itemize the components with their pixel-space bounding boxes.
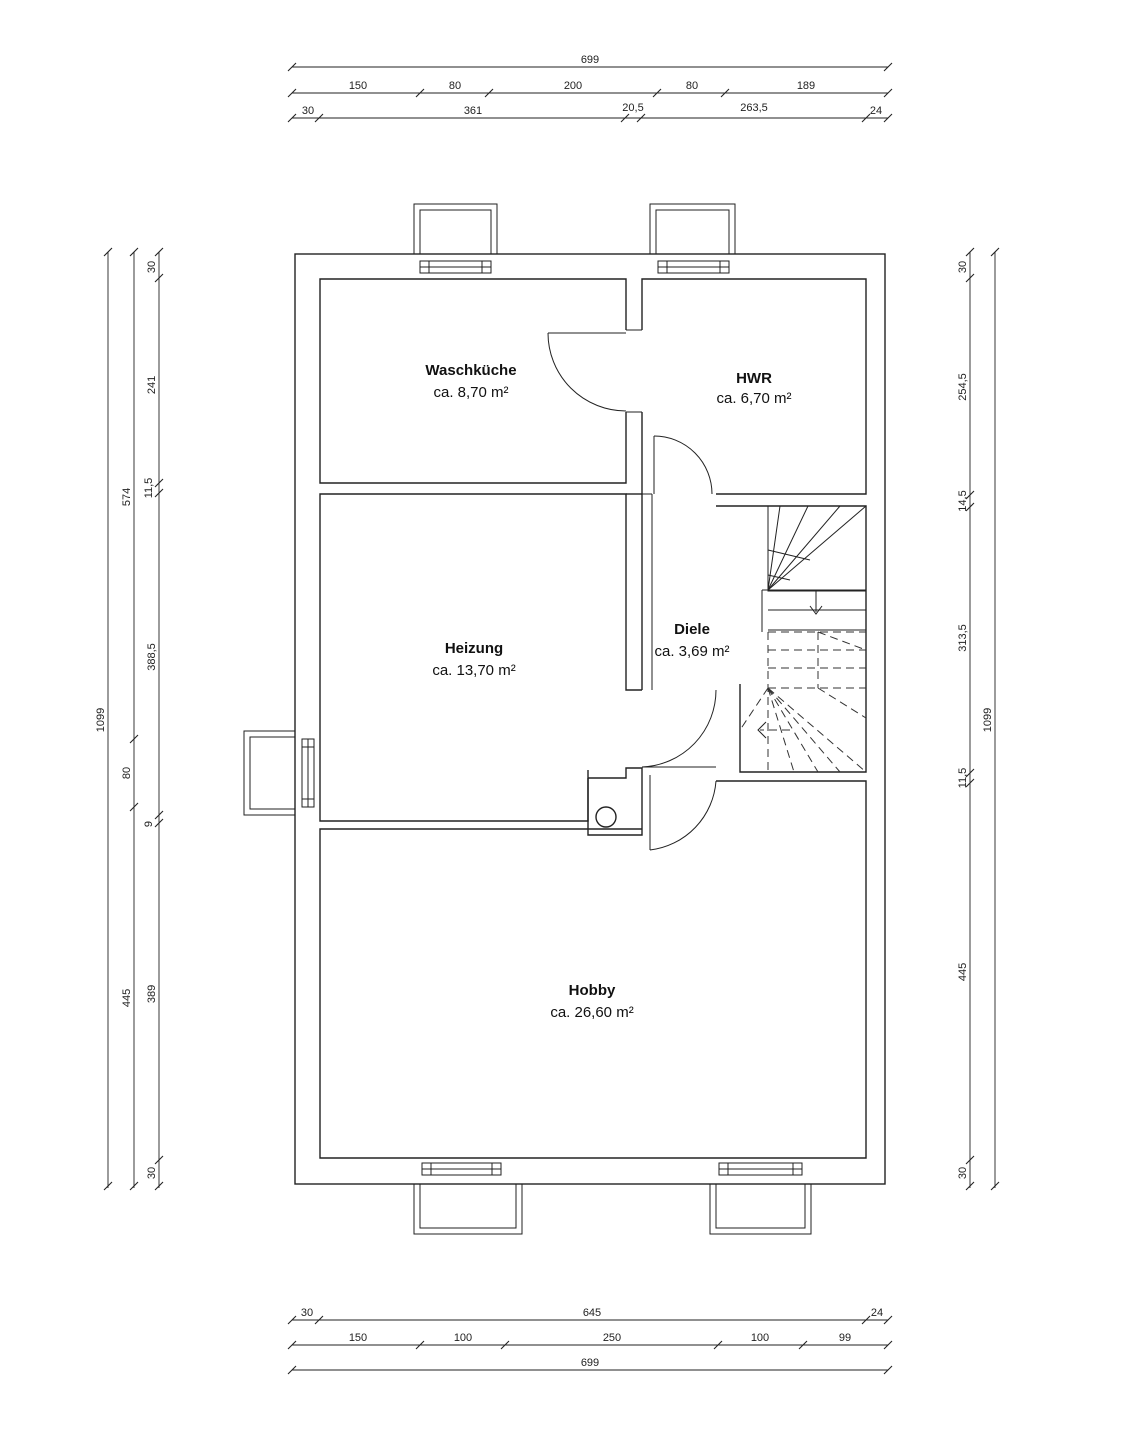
door-hobby [649, 775, 717, 851]
door-waschkueche [547, 332, 627, 412]
dim-top-row2-3: 200 [564, 80, 582, 92]
dim-bottom-row1-3: 24 [871, 1307, 883, 1319]
dim-top-row3-3: 20,5 [622, 102, 643, 114]
bottom-dimensions: 30 645 24 150 100 250 100 99 699 [287, 1307, 893, 1375]
room-waschkueche-walls [319, 278, 627, 484]
room-labels: Waschküche ca. 8,70 m² HWR ca. 6,70 m² H… [425, 362, 791, 1021]
staircase [739, 505, 867, 773]
dim-top-total: 699 [581, 54, 599, 66]
dim-right-row1-4: 313,5 [957, 624, 969, 652]
dim-left-total: 1099 [95, 708, 107, 732]
dim-left-row3-3: 11,5 [143, 478, 155, 499]
room-name-hobby: Hobby [569, 982, 616, 999]
right-dimensions: 30 254,5 14,5 313,5 11,5 445 30 1099 [957, 247, 1000, 1191]
dim-bottom-total: 699 [581, 1357, 599, 1369]
room-name-waschkueche: Waschküche [425, 362, 516, 379]
dim-bottom-row2-3: 250 [603, 1332, 621, 1344]
chimney [587, 767, 643, 836]
room-area-hobby: ca. 26,60 m² [550, 1004, 633, 1021]
door-heizung [641, 689, 717, 768]
room-area-diele: ca. 3,69 m² [654, 643, 729, 660]
top-dimensions: 699 150 80 200 80 189 30 361 20,5 263,5 … [287, 54, 893, 123]
dim-right-row1-3: 14,5 [957, 490, 969, 511]
dim-left-row3-7: 30 [146, 1167, 158, 1179]
window-top-left [413, 203, 498, 274]
outer-wall [294, 253, 886, 1185]
dim-right-row1-6: 445 [957, 963, 969, 981]
room-heizung-walls [319, 493, 642, 822]
dim-left-row3-2: 241 [146, 376, 158, 394]
room-name-diele: Diele [674, 621, 710, 638]
dim-bottom-row2-1: 150 [349, 1332, 367, 1344]
dim-left-row3-6: 389 [146, 985, 158, 1003]
building [243, 203, 886, 1235]
stair-well [716, 505, 867, 773]
window-left [243, 730, 315, 816]
dim-right-total: 1099 [982, 708, 994, 732]
dim-bottom-row2-4: 100 [751, 1332, 769, 1344]
dim-left-row3-4: 388,5 [146, 643, 158, 671]
door-hwr [653, 435, 713, 495]
chimney-flue [595, 806, 617, 828]
dim-right-row1-1: 30 [957, 261, 969, 273]
dim-left-row2-2: 80 [121, 767, 133, 779]
window-top-right [649, 203, 736, 274]
room-area-waschkueche: ca. 8,70 m² [433, 384, 508, 401]
dim-bottom-row2-5: 99 [839, 1332, 851, 1344]
dim-left-row3-5: 9 [143, 821, 155, 827]
room-area-hwr: ca. 6,70 m² [716, 390, 791, 407]
dim-left-row2-1: 574 [121, 488, 133, 506]
window-bottom-left [413, 1162, 523, 1235]
room-name-hwr: HWR [736, 370, 772, 387]
dim-left-row3-1: 30 [146, 261, 158, 273]
room-hwr-walls [641, 278, 867, 495]
dim-top-row2-2: 80 [449, 80, 461, 92]
dim-top-row2-1: 150 [349, 80, 367, 92]
window-bottom-right [709, 1162, 812, 1235]
dim-top-row2-5: 189 [797, 80, 815, 92]
dim-top-row3-2: 361 [464, 105, 482, 117]
dim-top-row3-5: 24 [870, 105, 882, 117]
left-dimensions: 1099 574 80 445 30 241 11,5 388,5 9 389 … [95, 247, 164, 1191]
dim-bottom-row2-2: 100 [454, 1332, 472, 1344]
dim-right-row1-7: 30 [957, 1167, 969, 1179]
dim-left-row2-3: 445 [121, 989, 133, 1007]
dim-right-row1-2: 254,5 [957, 373, 969, 401]
dim-top-row3-4: 263,5 [740, 102, 768, 114]
dim-top-row3-1: 30 [302, 105, 314, 117]
room-area-heizung: ca. 13,70 m² [432, 662, 515, 679]
room-hobby-walls [319, 780, 867, 1159]
dim-top-row2-4: 80 [686, 80, 698, 92]
dim-bottom-row1-2: 645 [583, 1307, 601, 1319]
dim-bottom-row1-1: 30 [301, 1307, 313, 1319]
room-name-heizung: Heizung [445, 640, 503, 657]
dim-right-row1-5: 11,5 [957, 768, 969, 789]
